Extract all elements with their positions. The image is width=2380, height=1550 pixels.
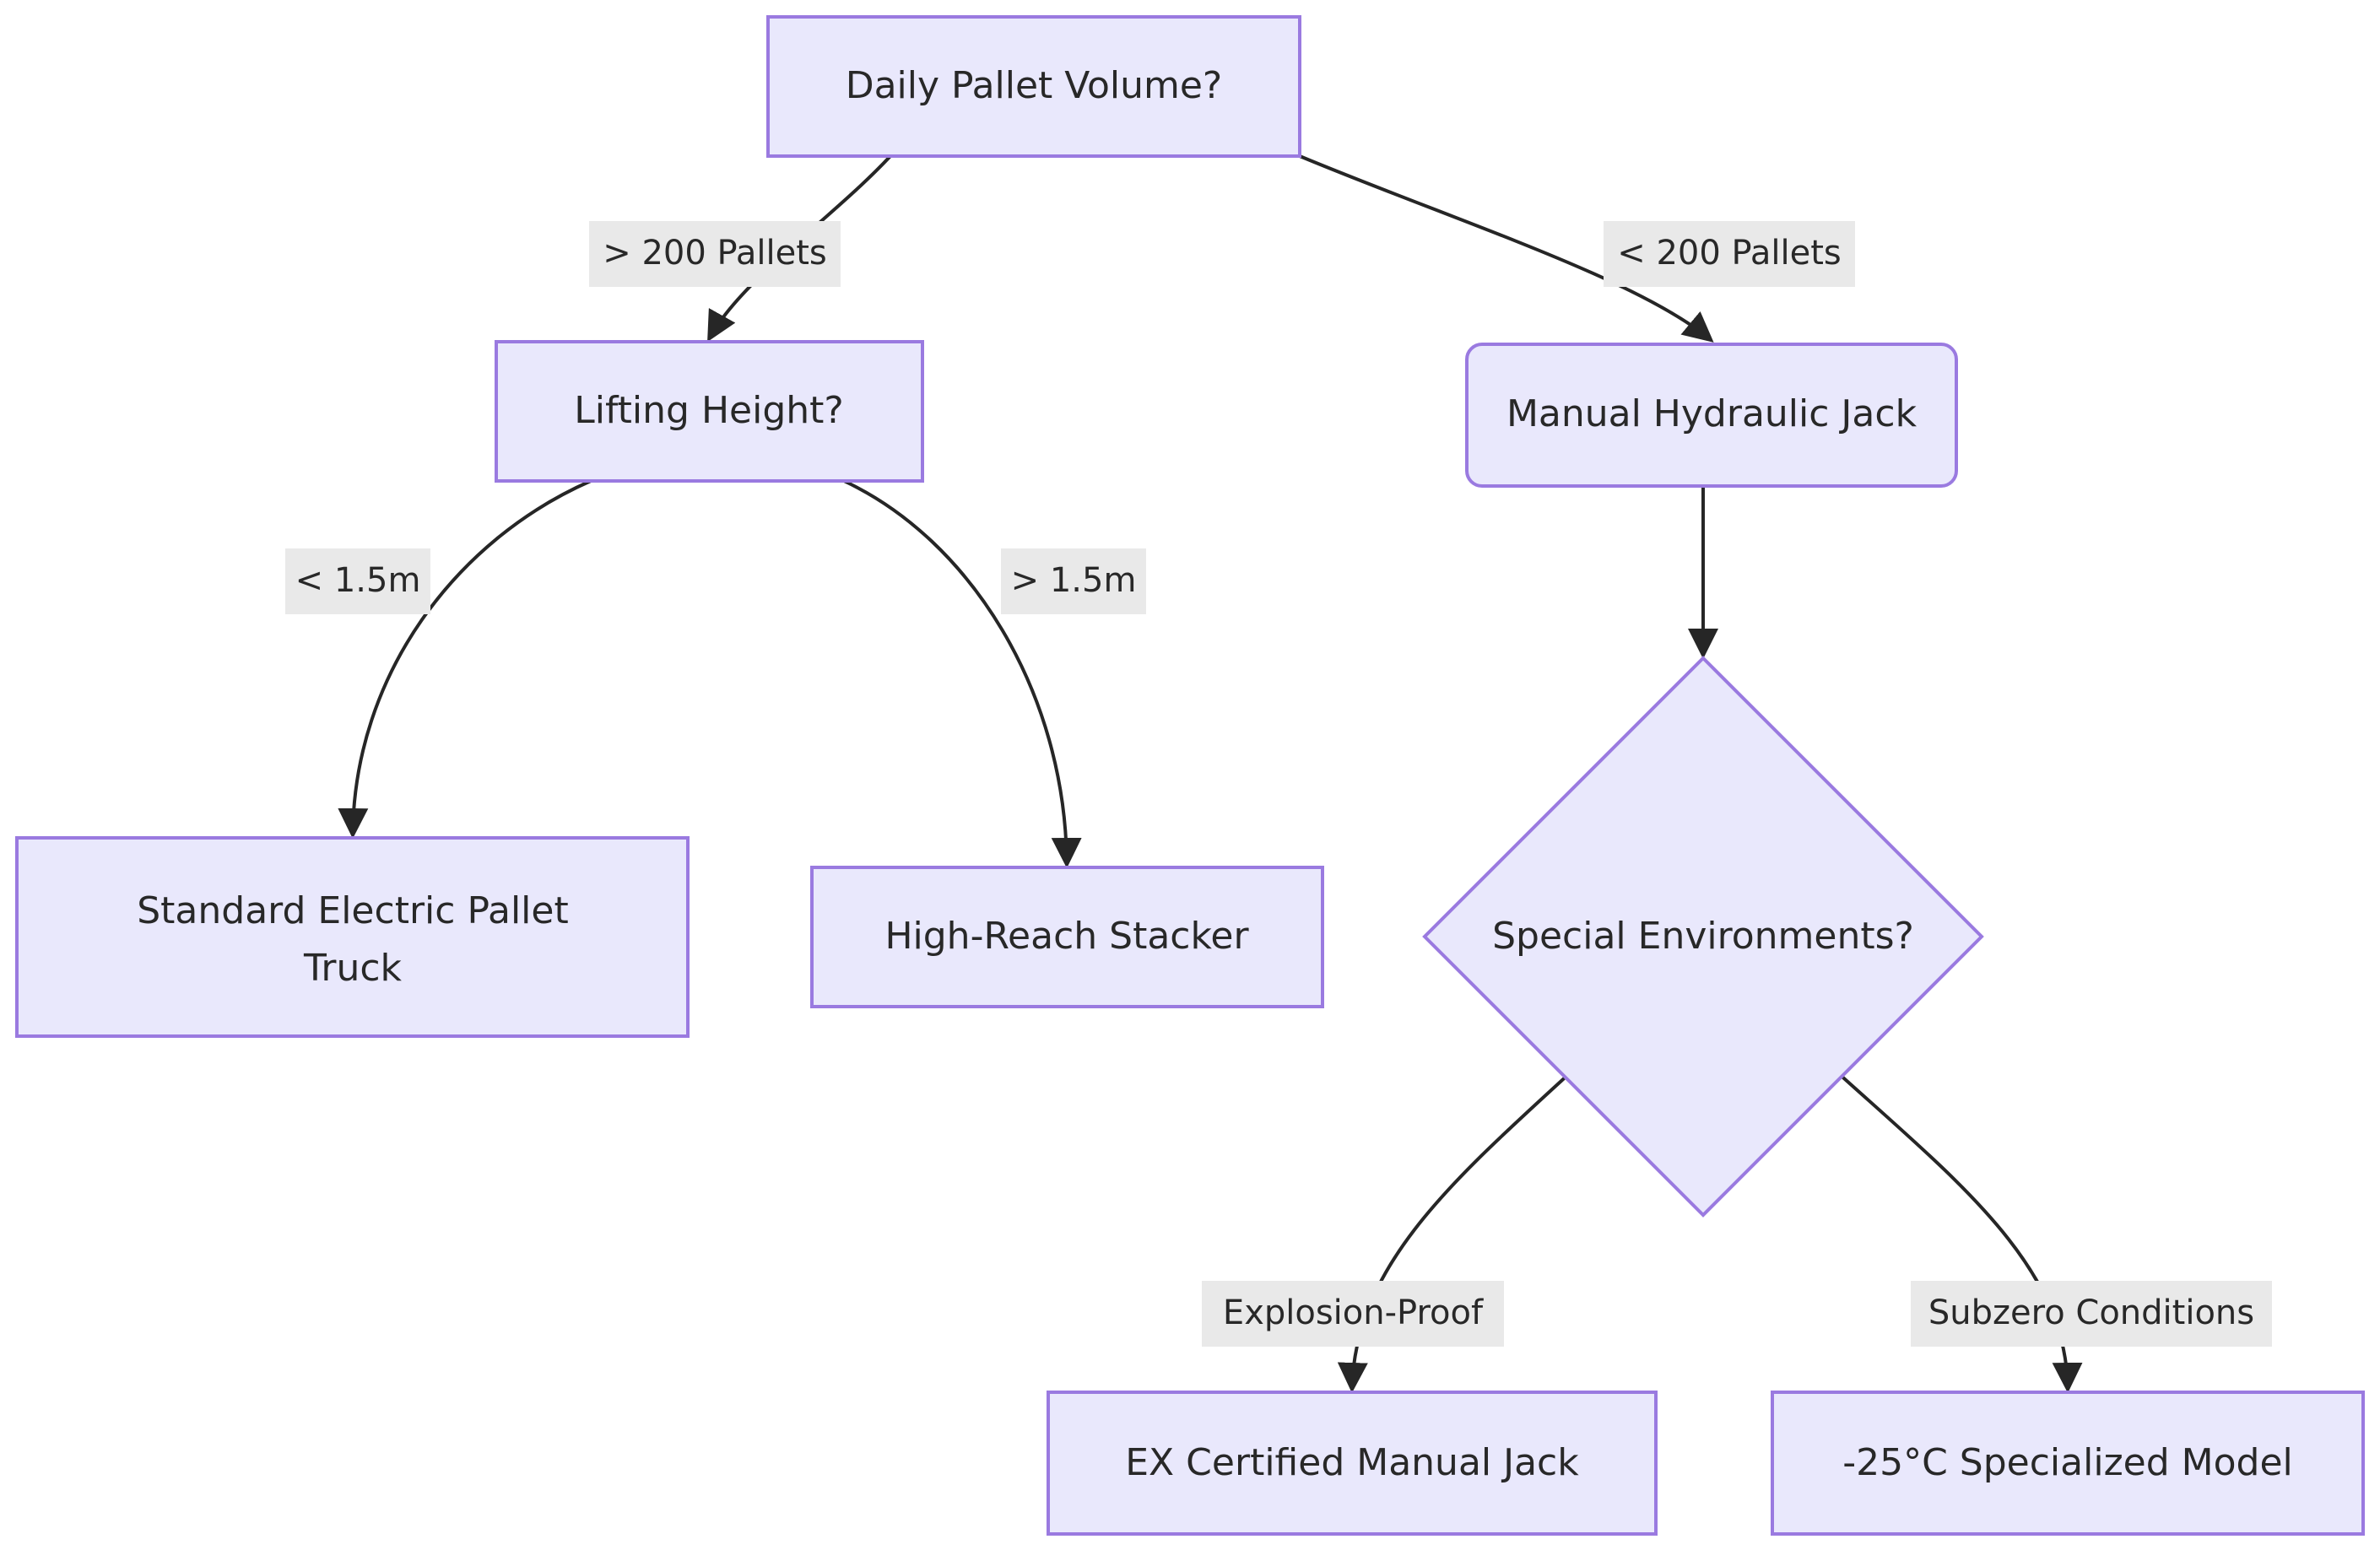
node-standard-electric-pallet-truck-label-line2: Truck — [303, 947, 403, 990]
edge-label-lt-200-pallets: < 200 Pallets — [1604, 221, 1855, 287]
edge-label-layer: > 200 Pallets < 200 Pallets < 1.5m > 1.5… — [285, 221, 2272, 1347]
edge-label-lt-1-5m-bg — [285, 548, 430, 614]
edge-lifting-to-standard — [338, 479, 592, 839]
edge-label-gt-200-pallets-bg — [589, 221, 841, 287]
edge-label-lt-1-5m: < 1.5m — [285, 548, 430, 614]
edge-label-lt-200-pallets-bg — [1604, 221, 1855, 287]
node-subzero-specialized-model[interactable]: -25°C Specialized Model — [1771, 1391, 2365, 1536]
node-lifting-height[interactable]: Lifting Height? — [495, 340, 924, 483]
node-special-environments[interactable]: Special Environments? — [1422, 656, 1984, 1218]
edge-layer — [338, 154, 2083, 1393]
node-lifting-height-shape[interactable] — [495, 340, 924, 483]
node-high-reach-stacker-shape[interactable] — [810, 866, 1324, 1008]
node-layer: Daily Pallet Volume? Lifting Height? Man… — [15, 15, 2365, 1536]
edge-label-subzero-conditions-bg — [1911, 1281, 2272, 1347]
edge-label-subzero-conditions: Subzero Conditions — [1911, 1281, 2272, 1347]
node-special-environments-label: Special Environments? — [1492, 915, 1914, 958]
node-manual-hydraulic-jack[interactable]: Manual Hydraulic Jack — [1465, 343, 1958, 488]
edge-label-gt-200-pallets: > 200 Pallets — [589, 221, 841, 287]
node-special-environments-shape[interactable] — [1422, 656, 1984, 1218]
node-high-reach-stacker-label: High-Reach Stacker — [884, 915, 1249, 958]
edge-label-explosion-proof-text: Explosion-Proof — [1223, 1293, 1484, 1332]
node-manual-hydraulic-jack-label: Manual Hydraulic Jack — [1506, 392, 1918, 435]
node-daily-pallet-volume[interactable]: Daily Pallet Volume? — [766, 15, 1301, 158]
node-subzero-specialized-model-shape[interactable] — [1771, 1391, 2365, 1536]
node-high-reach-stacker[interactable]: High-Reach Stacker — [810, 866, 1324, 1008]
node-daily-pallet-volume-shape[interactable] — [766, 15, 1301, 158]
node-subzero-specialized-model-label: -25°C Specialized Model — [1842, 1441, 2293, 1484]
edge-label-gt-1-5m-text: > 1.5m — [1011, 561, 1137, 600]
node-manual-hydraulic-jack-shape[interactable] — [1465, 343, 1958, 488]
edge-label-explosion-proof: Explosion-Proof — [1202, 1281, 1504, 1347]
edge-volume-to-manual — [1299, 154, 1714, 343]
edge-lifting-to-stacker — [843, 479, 1082, 868]
edge-label-gt-1-5m-bg — [1001, 548, 1146, 614]
node-ex-certified-manual-jack-label: EX Certified Manual Jack — [1125, 1441, 1579, 1484]
edge-label-lt-200-pallets-text: < 200 Pallets — [1617, 234, 1842, 273]
node-daily-pallet-volume-label: Daily Pallet Volume? — [846, 64, 1223, 107]
node-standard-electric-pallet-truck-label-line1: Standard Electric Pallet — [137, 889, 568, 932]
node-standard-electric-pallet-truck[interactable]: Standard Electric Pallet Truck — [15, 836, 690, 1038]
edge-label-explosion-proof-bg — [1202, 1281, 1504, 1347]
edge-label-gt-200-pallets-text: > 200 Pallets — [603, 234, 827, 273]
node-ex-certified-manual-jack-shape[interactable] — [1047, 1391, 1658, 1536]
edge-label-subzero-conditions-text: Subzero Conditions — [1928, 1293, 2254, 1332]
node-lifting-height-label: Lifting Height? — [574, 389, 844, 432]
node-ex-certified-manual-jack[interactable]: EX Certified Manual Jack — [1047, 1391, 1658, 1536]
edge-label-gt-1-5m: > 1.5m — [1001, 548, 1146, 614]
node-standard-electric-pallet-truck-shape[interactable] — [15, 836, 690, 1038]
edge-label-lt-1-5m-text: < 1.5m — [295, 561, 421, 600]
